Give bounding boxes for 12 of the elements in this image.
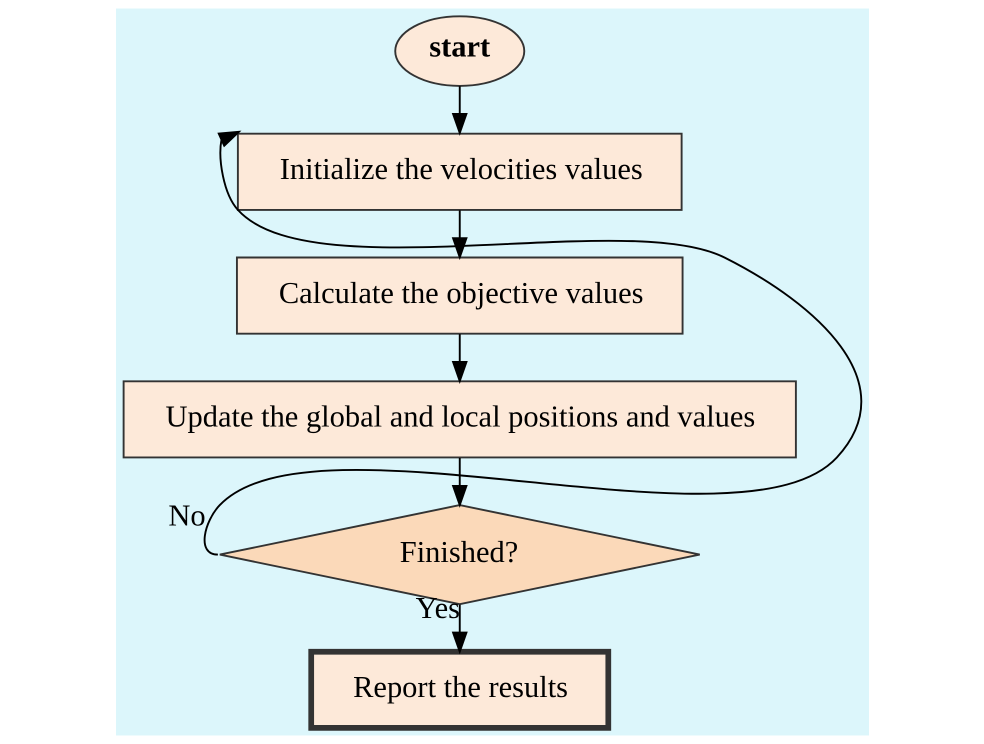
edge-label: No: [168, 498, 206, 533]
arrow: [451, 604, 468, 655]
node-ellipse: start: [394, 15, 525, 87]
arrow: [451, 458, 468, 508]
node-box: Initialize the velocities values: [236, 132, 682, 211]
arrow: [451, 334, 468, 384]
arrow: [451, 210, 468, 260]
arrow: [204, 130, 862, 556]
node-box: Update the global and local positions and values: [122, 380, 796, 458]
node-box: Report the results: [308, 648, 611, 731]
arrow: [451, 86, 468, 136]
node-box: Calculate the objective values: [235, 256, 684, 335]
